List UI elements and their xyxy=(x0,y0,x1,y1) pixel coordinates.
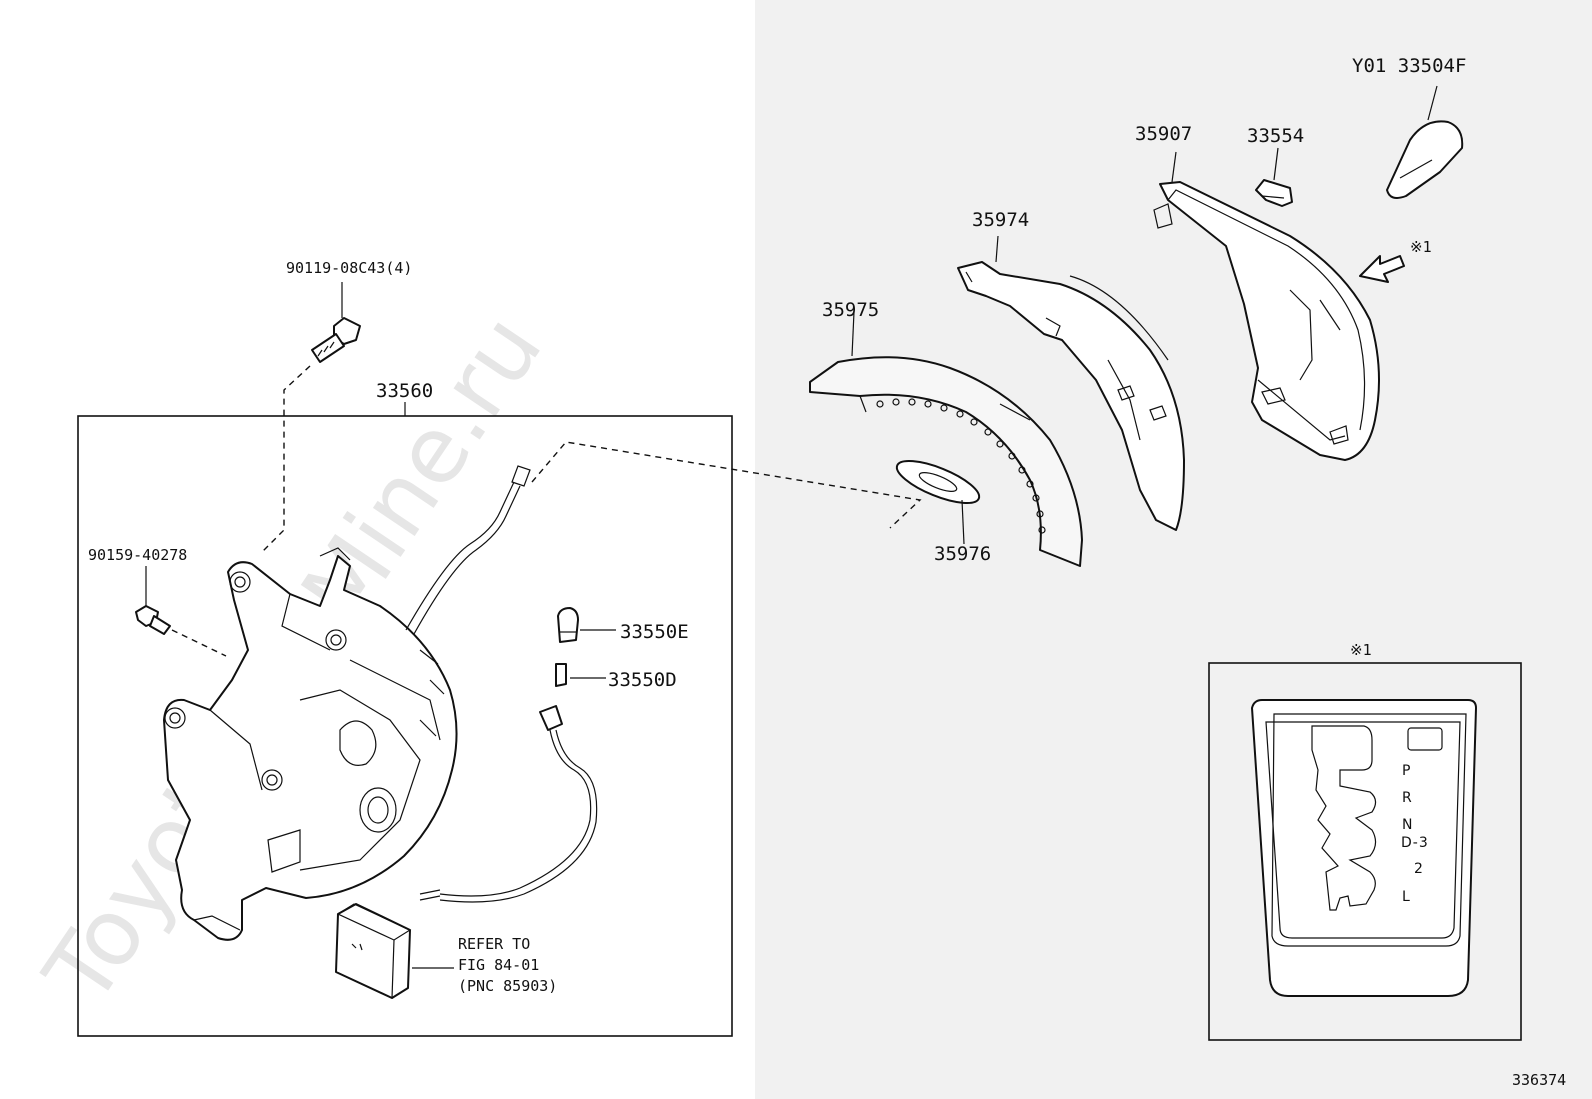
label-35907: 35907 xyxy=(1135,123,1192,145)
label-refer-line3: (PNC 85903) xyxy=(458,977,557,995)
bulb-socket-part[interactable] xyxy=(557,607,616,643)
label-35974: 35974 xyxy=(972,209,1029,231)
rod-guide-line xyxy=(531,441,922,529)
label-33550D: 33550D xyxy=(608,669,677,691)
bolt-side-guide-line xyxy=(171,629,227,657)
shift-knob-part[interactable] xyxy=(1386,85,1464,199)
assembly-box xyxy=(77,415,733,1037)
shift-bezel-part[interactable] xyxy=(1153,151,1380,461)
clip-part[interactable] xyxy=(1255,147,1293,207)
bulb-part[interactable] xyxy=(555,663,606,687)
slide-plate-holes xyxy=(876,398,1046,534)
label-bolt-top: 90119-08C43(4) xyxy=(286,259,412,277)
label-33550E: 33550E xyxy=(620,621,689,643)
control-module-part[interactable] xyxy=(335,903,454,999)
slide-plate-part[interactable] xyxy=(809,311,1083,567)
label-35975: 35975 xyxy=(822,299,879,321)
label-view-mark: ※1 xyxy=(1410,238,1432,256)
label-inset-mark: ※1 xyxy=(1350,641,1372,659)
gear-label-r: R xyxy=(1402,790,1413,806)
inset-box xyxy=(1208,662,1522,1041)
label-35976: 35976 xyxy=(934,543,991,565)
label-knob: Y01 33504F xyxy=(1352,55,1466,77)
view-arrow-icon xyxy=(1359,255,1405,283)
gate-indicator-view xyxy=(1251,699,1477,997)
gear-label-d3: D-3 xyxy=(1401,835,1429,851)
wire-harness-part[interactable] xyxy=(419,705,598,903)
gear-label-n: N xyxy=(1402,817,1413,833)
bolt-top-part[interactable] xyxy=(311,282,361,363)
label-bolt-side: 90159-40278 xyxy=(88,546,187,564)
shift-rod-part[interactable] xyxy=(405,465,531,635)
indicator-plate-part[interactable] xyxy=(957,235,1185,531)
bolt-side-part[interactable] xyxy=(135,566,171,635)
figure-number: 336374 xyxy=(1512,1071,1566,1089)
gear-label-2: 2 xyxy=(1414,861,1424,877)
gear-label-p: P xyxy=(1402,763,1411,779)
label-33554: 33554 xyxy=(1247,125,1304,147)
label-refer-line2: FIG 84-01 xyxy=(458,956,539,974)
label-refer-line1: REFER TO xyxy=(458,935,530,953)
shift-lever-base-part[interactable] xyxy=(163,547,458,941)
gear-label-l: L xyxy=(1402,889,1411,905)
cover-ring-part[interactable] xyxy=(892,453,984,545)
label-33560: 33560 xyxy=(376,380,433,402)
bolt-top-guide-line xyxy=(261,365,311,553)
